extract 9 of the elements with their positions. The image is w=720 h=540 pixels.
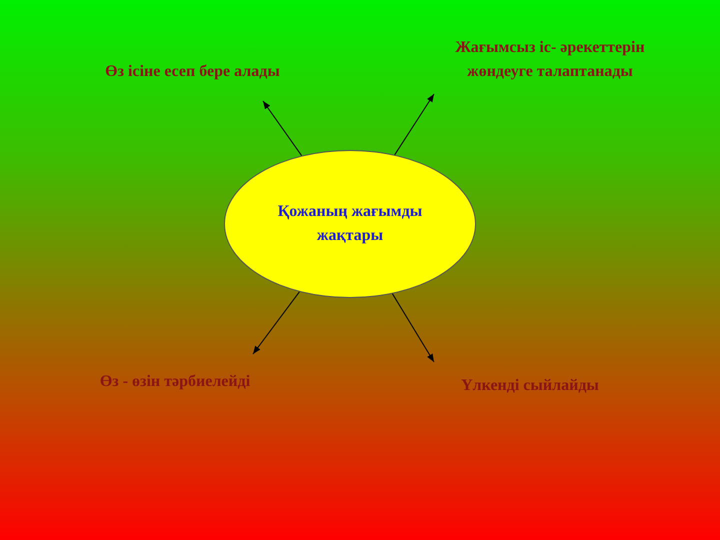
arrow <box>392 293 434 362</box>
arrow <box>262 100 302 156</box>
text-label: Үлкенді сыйлайды <box>461 376 599 396</box>
arrow <box>394 94 434 156</box>
text-label: Өз ісіне есеп бере алады <box>105 62 280 82</box>
node-label: Қожаның жағымды жақтары <box>276 202 424 246</box>
text-label: Жағымсыз іс- әрекеттерін жөндеуге талаптанады <box>454 38 646 82</box>
arrow <box>252 291 300 354</box>
text-label: Өз - өзін тәрбиелейді <box>100 372 250 392</box>
